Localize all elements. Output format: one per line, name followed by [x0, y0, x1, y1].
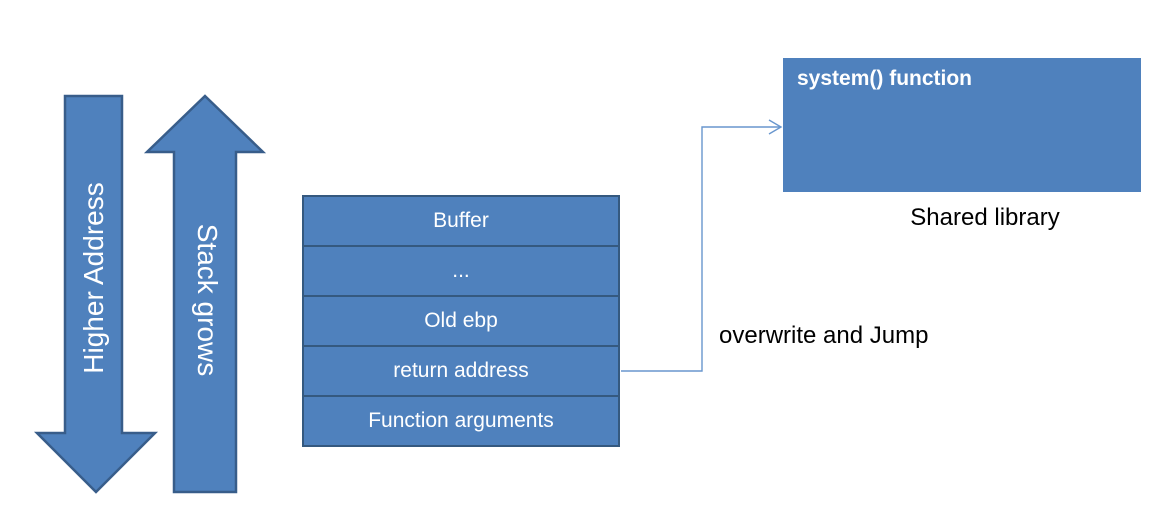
- stack-row-label: Buffer: [433, 209, 489, 232]
- down-arrow-icon: [33, 94, 159, 494]
- stack-row-label: Old ebp: [424, 309, 498, 332]
- stack-row-label: ...: [452, 259, 470, 282]
- up-arrow-icon: [143, 94, 267, 494]
- stack-row-function-arguments: Function arguments: [302, 395, 620, 447]
- stack-row-return-address: return address: [302, 345, 620, 397]
- stack-row-buffer: Buffer: [302, 195, 620, 247]
- system-function-box: system() function: [783, 58, 1141, 192]
- shared-library-caption: Shared library: [910, 204, 1060, 231]
- system-function-title: system() function: [797, 67, 973, 90]
- stack-row-label: Function arguments: [368, 409, 554, 432]
- higher-address-label: Higher Address: [78, 182, 109, 374]
- stack-row-ellipsis: ...: [302, 245, 620, 297]
- overwrite-jump-label: overwrite and Jump: [719, 322, 929, 349]
- stack-grows-label: Stack grows: [192, 223, 223, 377]
- stack-row-label: return address: [393, 359, 529, 382]
- stack-frame-table: Buffer ... Old ebp return address Functi…: [302, 195, 620, 447]
- connector-arrowhead-icon: [768, 119, 783, 135]
- stack-row-old-ebp: Old ebp: [302, 295, 620, 347]
- connector-line: [621, 126, 780, 372]
